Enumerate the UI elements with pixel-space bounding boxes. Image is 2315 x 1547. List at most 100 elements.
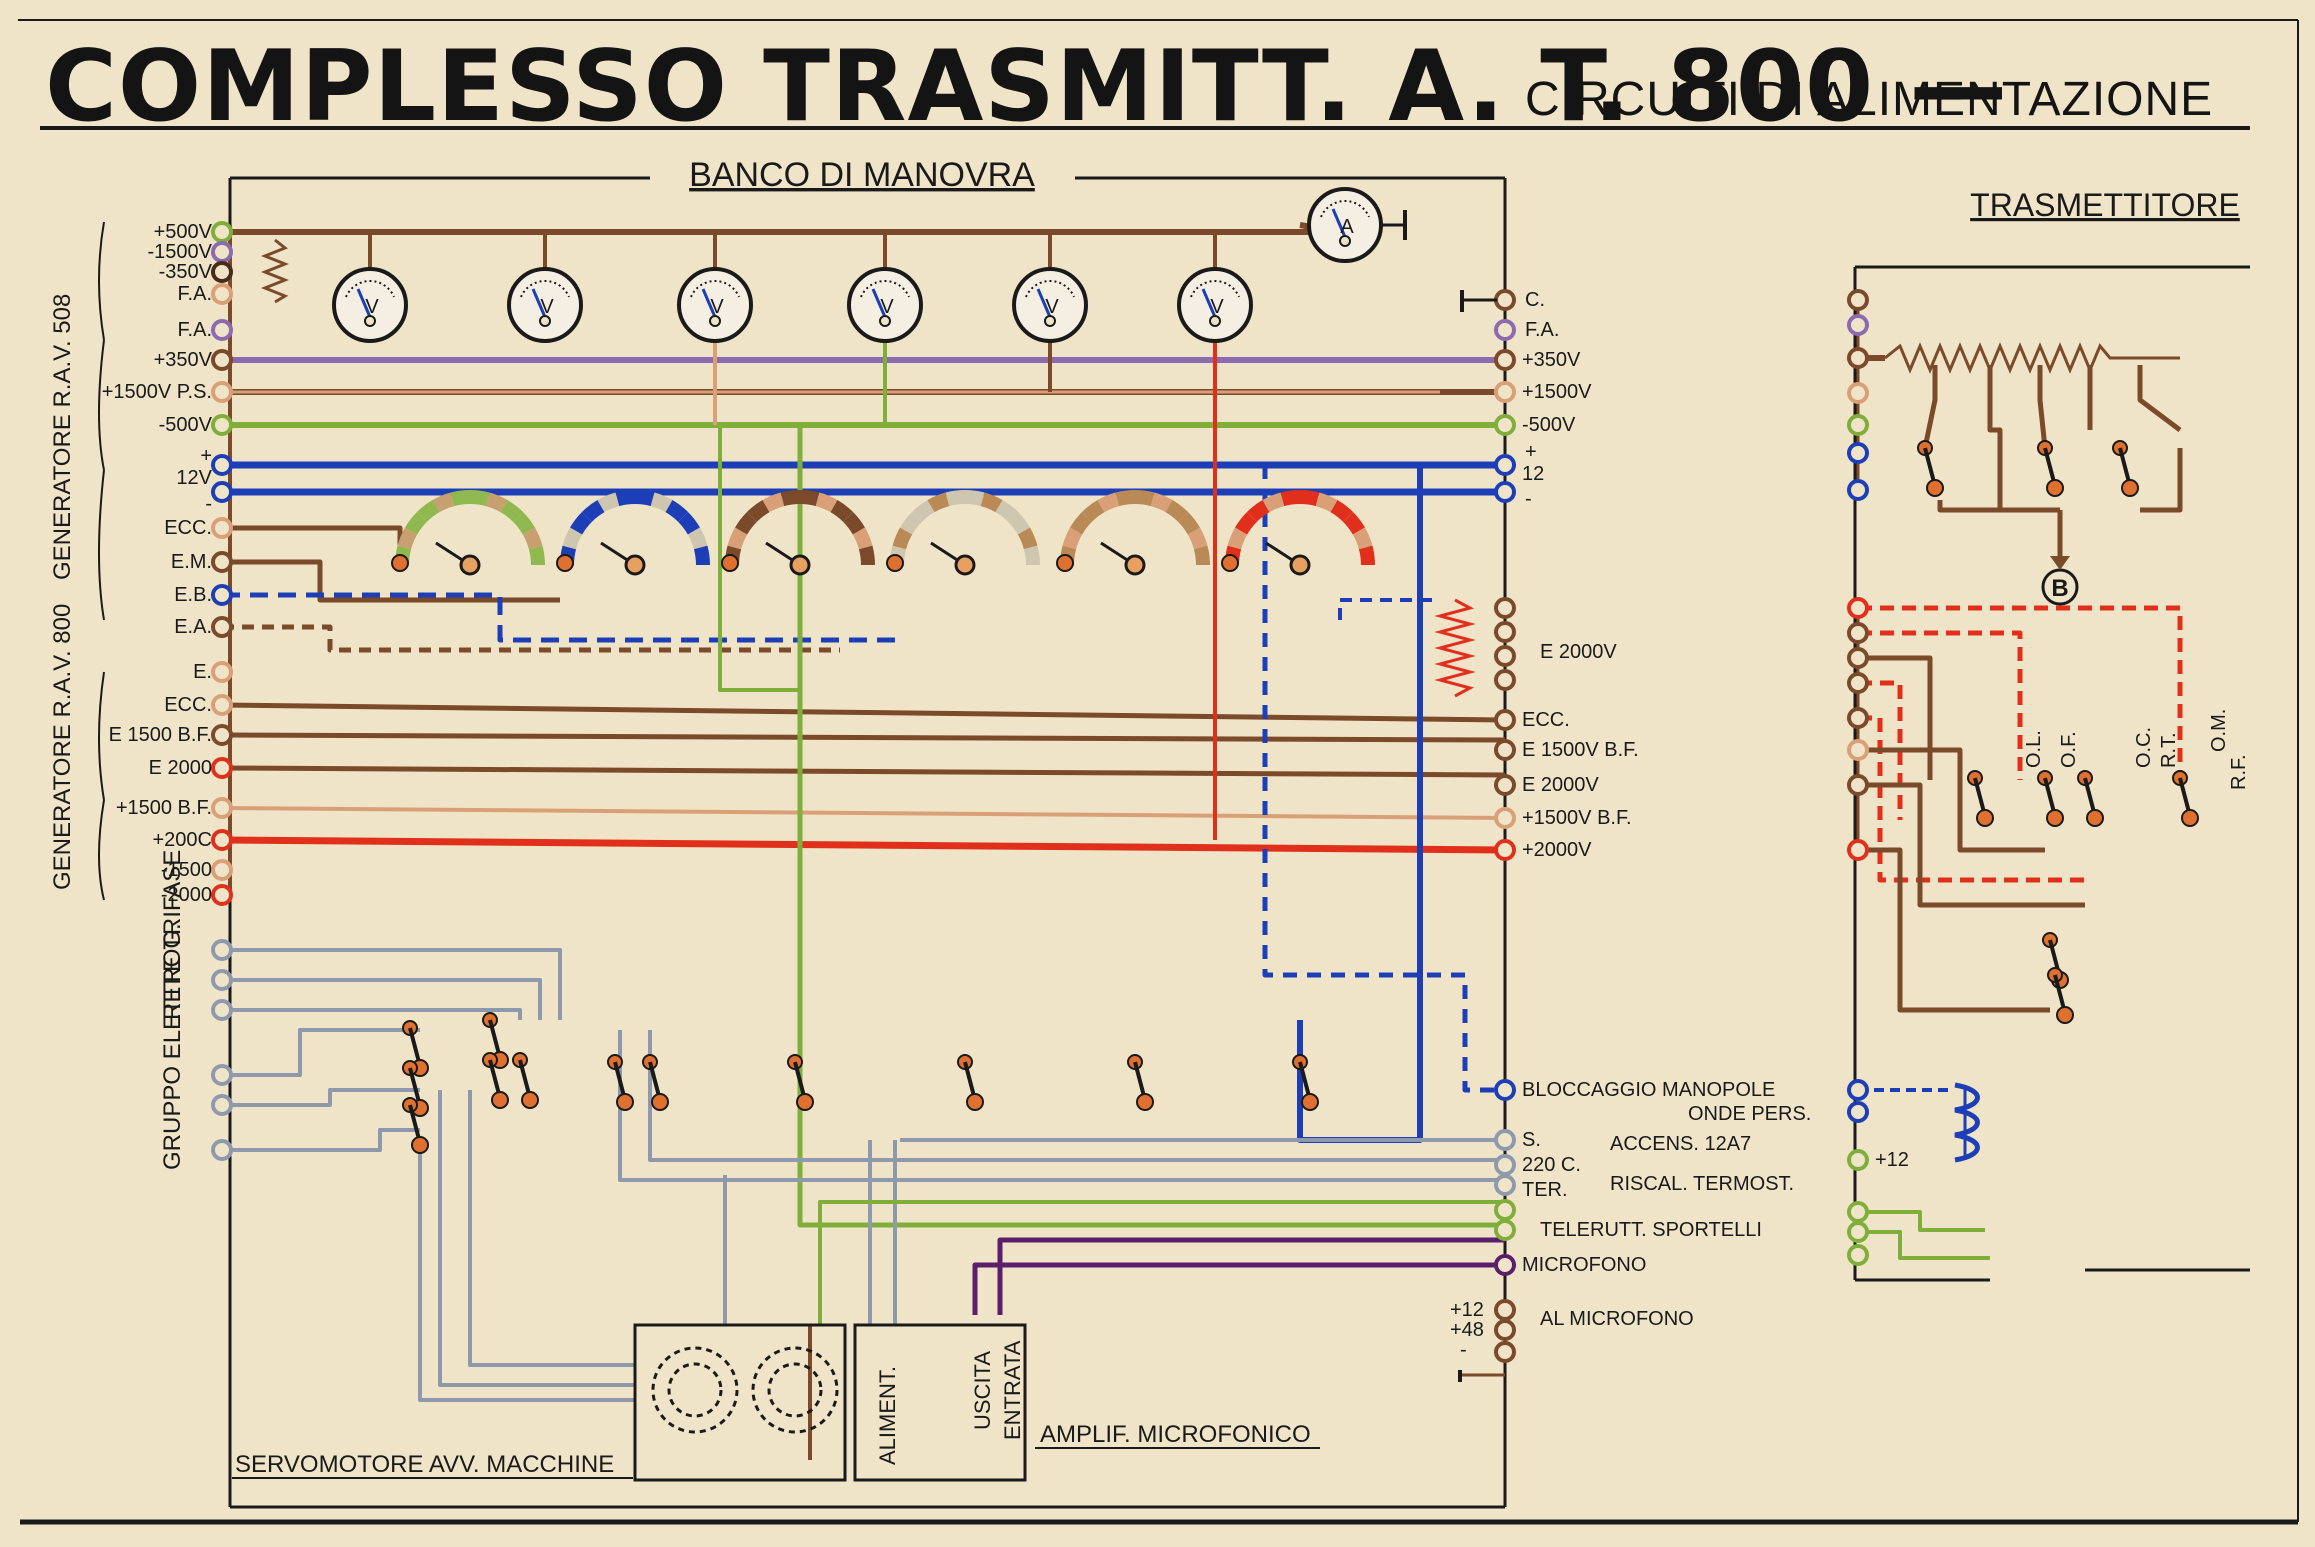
voltmeter-letter: V xyxy=(1045,296,1059,318)
terminal-left xyxy=(211,694,233,716)
mains-2 xyxy=(222,978,542,1020)
dial-ea-hub xyxy=(954,554,976,576)
trasm-switch-bottom xyxy=(2086,809,2104,827)
trasm-r3 xyxy=(2037,365,2048,449)
terminal-trasm xyxy=(1847,314,1869,336)
terminal-right xyxy=(1494,645,1516,667)
dial-eb-segment xyxy=(762,492,785,513)
trasm-red-3 xyxy=(1858,680,1903,820)
terminal-right xyxy=(1494,621,1516,643)
bus-1500bf xyxy=(221,806,1506,820)
terminal-trasm xyxy=(1847,1201,1869,1223)
right-label: +1500V xyxy=(1522,381,1592,403)
left-label: +500V xyxy=(154,221,213,243)
green-link xyxy=(718,425,800,692)
trasm-brown-4 xyxy=(1858,847,2050,1013)
dial-2000-segment xyxy=(1315,492,1338,513)
trasm-switch-bottom xyxy=(1926,479,1944,497)
dial-ea-segment xyxy=(1023,545,1040,566)
trasm-green-1 xyxy=(1858,1210,1985,1232)
left-label: E.B. xyxy=(174,584,212,606)
trasm-switch xyxy=(2047,967,2074,1024)
dial-ea-segment xyxy=(964,490,985,507)
terminal-right xyxy=(1494,597,1516,619)
dial-eb-contact xyxy=(721,554,739,572)
dials xyxy=(391,490,1375,576)
left-label: -1500 xyxy=(161,859,212,881)
left-label: -500V xyxy=(159,414,213,436)
dial-e-segment xyxy=(1150,492,1173,513)
dial-2000-hub xyxy=(1289,554,1311,576)
bus-2000v xyxy=(221,836,1506,854)
switches xyxy=(402,440,2199,1154)
toggle-switch xyxy=(957,1054,984,1111)
label-gen800: GENERATORE R.A.V. 800 xyxy=(49,604,76,890)
right-label: MICROFONO xyxy=(1522,1254,1646,1276)
label-gruppo: GRUPPO ELETTROG. xyxy=(159,923,186,1170)
left-label: F.A. xyxy=(178,283,212,305)
dial-em xyxy=(556,490,710,576)
right-label: 220 C. xyxy=(1522,1154,1581,1176)
dial-2000-segment xyxy=(1352,527,1373,550)
terminal-left xyxy=(211,349,233,371)
terminal-left xyxy=(211,797,233,819)
terminal-right xyxy=(1494,669,1516,691)
dial-em-segment xyxy=(597,492,620,513)
terminal-right xyxy=(1494,807,1516,829)
terminal-trasm xyxy=(1847,1221,1869,1243)
terminal-right xyxy=(1494,774,1516,796)
dial-em-hub xyxy=(624,554,646,576)
dial-e-segment xyxy=(1081,500,1105,523)
terminal-trasm xyxy=(1847,622,1869,644)
terminal-left xyxy=(211,661,233,683)
blue-dashed xyxy=(1262,465,1505,1093)
frame xyxy=(18,19,2299,1525)
terminal-trasm xyxy=(1847,774,1869,796)
left-label: +350V xyxy=(154,349,213,371)
terminal-trasm xyxy=(1847,382,1869,404)
terminal-left xyxy=(211,481,233,503)
dial-ea xyxy=(886,490,1040,576)
gruppo-1 xyxy=(222,1028,420,1077)
dial-ea-segment xyxy=(900,511,923,535)
terminal-left xyxy=(211,241,233,263)
dial-e-segment xyxy=(1187,527,1208,550)
terminal-trasm xyxy=(1847,1149,1869,1171)
dial-em-segment xyxy=(581,500,605,523)
trasm-label: O.F. xyxy=(2058,731,2080,768)
servomotore-label: SERVOMOTORE AVV. MACCHINE xyxy=(235,1451,614,1478)
dial-em-segment xyxy=(650,492,673,513)
trasm-label-plus12: +12 xyxy=(1875,1149,1909,1171)
terminal-trasm xyxy=(1847,414,1869,436)
dial-em-segment xyxy=(570,511,593,535)
bus-e2000 xyxy=(221,702,1506,723)
dial-eb-segment xyxy=(852,527,873,550)
terminal-mains xyxy=(211,939,233,961)
right-label: BLOCCAGGIO MANOPOLE xyxy=(1522,1079,1775,1101)
dial-e-contact xyxy=(1056,554,1074,572)
terminal-right xyxy=(1494,1154,1516,1176)
group-brackets xyxy=(98,221,105,901)
dial-2000-segment xyxy=(1227,527,1248,550)
voltmeter-pivot xyxy=(709,315,721,327)
dial-ecc-segment xyxy=(512,511,535,535)
terminal-left xyxy=(211,381,233,403)
terminal-right xyxy=(1494,1341,1516,1363)
grey-s2 xyxy=(648,1030,1505,1162)
voltmeter: V xyxy=(1177,267,1253,343)
terminal-right xyxy=(1494,1254,1516,1276)
bus-em xyxy=(222,559,560,603)
dial-e-segment xyxy=(1177,511,1200,535)
terminal-mains xyxy=(211,999,233,1021)
voltmeter-needle xyxy=(531,288,547,318)
left-label: -350V xyxy=(159,261,213,283)
dial-eb-segment xyxy=(815,492,838,513)
bus-e2000-b xyxy=(221,765,1506,778)
terminal-right xyxy=(1494,381,1516,403)
terminal-right xyxy=(1494,1219,1516,1241)
right-label: +1500V B.F. xyxy=(1522,807,1632,829)
right-label: +2000V xyxy=(1522,839,1592,861)
